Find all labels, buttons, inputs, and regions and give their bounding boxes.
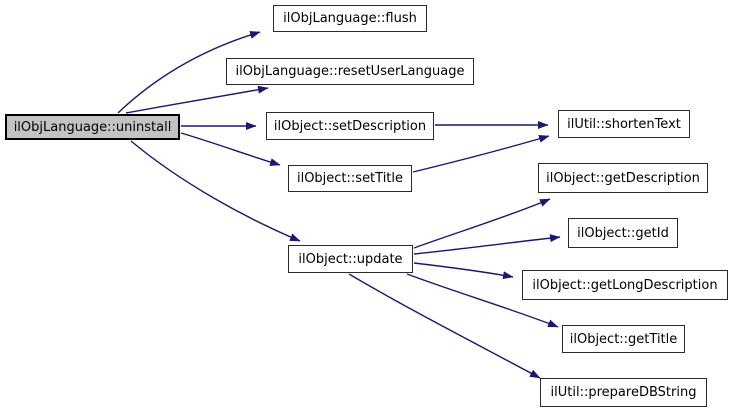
edge-update-to-getDescription [413,198,551,249]
edge-uninstall-to-update [130,140,301,242]
node-ilObject-getId[interactable]: ilObject::getId [568,218,678,248]
node-label: ilObject::getId [577,225,669,241]
node-ilObjLanguage-resetUserLanguage[interactable]: ilObjLanguage::resetUserLanguage [226,58,474,85]
node-label: ilObject::getDescription [546,170,700,186]
edge-update-to-getId [413,234,561,255]
node-label: ilObject::getTitle [569,331,678,347]
edge-update-to-getTitle [406,273,559,328]
node-label: ilObject::setTitle [296,171,404,186]
node-ilObjLanguage-uninstall[interactable]: ilObjLanguage::uninstall [5,114,180,140]
node-ilObject-getTitle[interactable]: ilObject::getTitle [562,325,685,353]
node-label: ilObjLanguage::resetUserLanguage [235,64,465,79]
node-ilObject-update[interactable]: ilObject::update [288,245,413,273]
node-label: ilObject::getLongDescription [532,277,718,293]
node-ilObject-setTitle[interactable]: ilObject::setTitle [288,165,412,192]
node-ilObjLanguage-flush[interactable]: ilObjLanguage::flush [273,5,427,32]
edge-uninstall-to-resetUserLanguage [125,85,269,114]
edge-update-to-getLongDescription [413,262,514,280]
node-ilObject-getLongDescription[interactable]: ilObject::getLongDescription [522,270,728,300]
edge-setTitle-to-shortenText [412,134,550,173]
node-ilUtil-prepareDBString[interactable]: ilUtil::prepareDBString [540,378,707,407]
node-label: ilObject::setDescription [273,118,427,134]
node-label: ilObjLanguage::uninstall [13,119,172,135]
node-label: ilObject::update [298,251,403,267]
node-ilObject-setDescription[interactable]: ilObject::setDescription [266,112,434,140]
edge-uninstall-to-flush [117,31,261,114]
node-label: ilUtil::prepareDBString [550,385,697,400]
edge-uninstall-to-setTitle [180,132,281,166]
node-ilObject-getDescription[interactable]: ilObject::getDescription [538,163,708,193]
node-label: ilUtil::shortenText [567,116,681,132]
node-ilUtil-shortenText[interactable]: ilUtil::shortenText [558,110,690,138]
edge-update-to-prepareDBString [348,273,541,379]
node-label: ilObjLanguage::flush [283,11,417,26]
